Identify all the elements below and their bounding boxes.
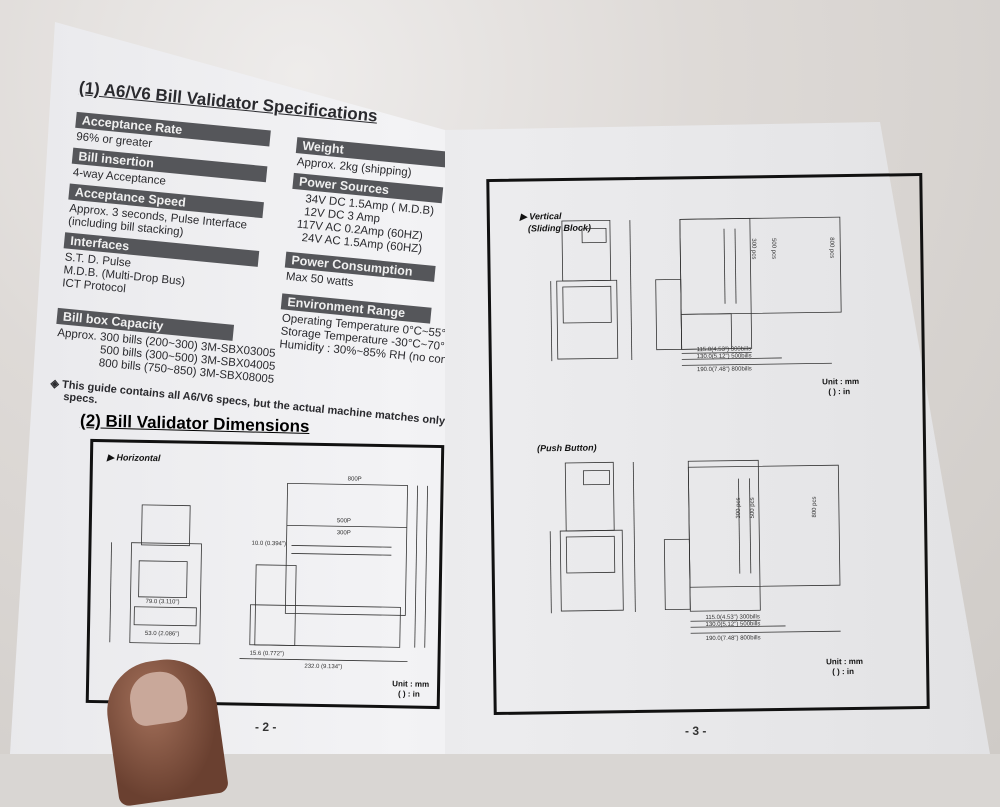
unit-label: Unit : mm — [392, 679, 430, 689]
dim-label: 190.0(7.48") 800bills — [706, 635, 761, 642]
dim-label: 232.0 (9.134") — [304, 664, 342, 671]
dim-label: 115.0(4.53") 300bills — [697, 346, 751, 353]
dim-label: 190.0(7.48") 800bills — [697, 366, 752, 373]
dim-label: 300 pcs — [750, 238, 756, 259]
dim-label: 800 pcs — [828, 237, 834, 258]
dim-label: 500 pcs — [750, 497, 756, 518]
dim-label: 79.0 (3.110") — [145, 599, 179, 606]
horizontal-dimension-drawing: 800P 500P 300P 232.0 (9.134") 15.6 (0.77… — [109, 476, 428, 671]
dim-label: 53.0 (2.086") — [145, 631, 180, 638]
page-number: - 3 - — [685, 724, 707, 738]
dim-label: 15.6 (0.772") — [250, 651, 285, 658]
unit-label: Unit : mm — [822, 376, 860, 387]
unit-inch-label: ( ) : in — [397, 689, 420, 699]
spec-left-column: Acceptance Rate 96% or greater Bill inse… — [52, 108, 276, 386]
dim-label: 500 pcs — [770, 238, 776, 259]
page-number: - 2 - — [255, 720, 277, 734]
unit-inch-label: ( ) : in — [828, 387, 851, 397]
dim-label: 500P — [337, 518, 351, 524]
vertical-dimension-drawing: 115.0(4.53") 300bills 130.0(5.12") 500bi… — [549, 216, 842, 642]
dim-label: 130.0(5.12") 500bills — [705, 621, 760, 628]
dim-label: 800P — [348, 476, 362, 482]
dim-label: 300P — [337, 530, 351, 536]
dim-label: 300 pcs — [736, 498, 742, 519]
dim-label: 800 pcs — [812, 496, 818, 517]
spec-right-column: Weight Approx. 2kg (shipping) Power Sour… — [277, 133, 472, 369]
dim-label: 115.0(4.53") 300bills — [705, 614, 759, 621]
dim-label: 130.0(5.12") 500bills — [697, 353, 752, 360]
unit-inch-label: ( ) : in — [832, 666, 855, 677]
vertical-diagram-frame: ▶ Vertical (Sliding Block) (Push Button)… — [486, 172, 930, 716]
dim-label: 10.0 (0.394") — [251, 541, 286, 548]
unit-label: Unit : mm — [825, 656, 864, 667]
horizontal-diagram-frame: ▶ Horizontal 800P 500P 300P 232.0 (9.134… — [85, 438, 445, 710]
